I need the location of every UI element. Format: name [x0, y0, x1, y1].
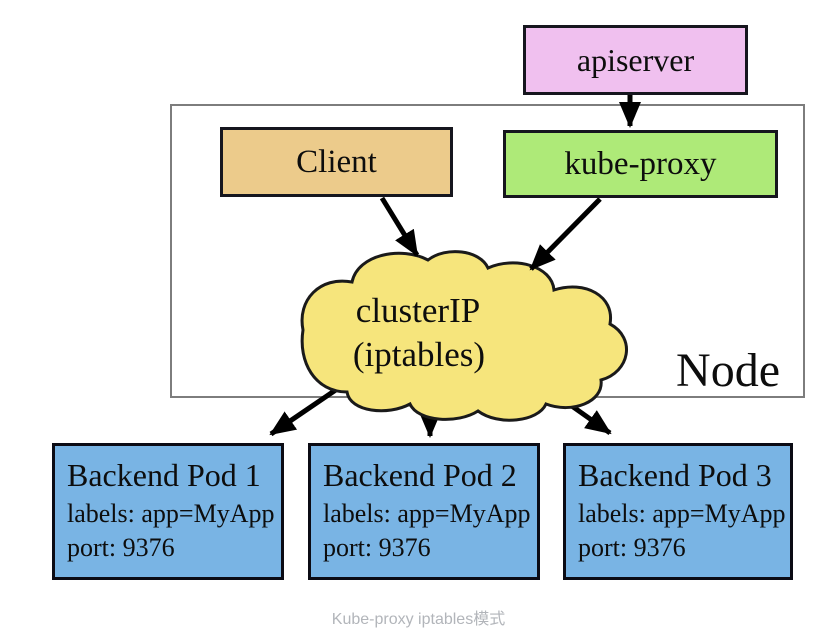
node-label: Node	[676, 344, 780, 397]
arrow-kube-proxy-to-clusterip	[529, 197, 602, 271]
backend-pod-2: Backend Pod 2 labels: app=MyApp port: 93…	[308, 443, 540, 580]
pod-3-title: Backend Pod 3	[578, 457, 772, 493]
backend-pod-3: Backend Pod 3 labels: app=MyApp port: 93…	[563, 443, 793, 580]
apiserver-box: apiserver	[523, 25, 748, 95]
pod-1-port: port: 9376	[67, 533, 175, 562]
pod-2-port: port: 9376	[323, 533, 431, 562]
cloud-subtitle-text: (iptables)	[353, 335, 485, 374]
kube-proxy-label: kube-proxy	[564, 145, 717, 182]
backend-pod-1: Backend Pod 1 labels: app=MyApp port: 93…	[52, 443, 284, 580]
arrow-client-to-clusterip	[379, 196, 420, 257]
pod-1-title: Backend Pod 1	[67, 457, 261, 493]
client-label: Client	[296, 143, 377, 180]
pod-2-labels: labels: app=MyApp	[323, 499, 531, 528]
cloud-title-text: clusterIP	[356, 291, 480, 330]
pod-2-title: Backend Pod 2	[323, 457, 517, 493]
pod-1-labels: labels: app=MyApp	[67, 499, 275, 528]
kube-proxy-box: kube-proxy	[503, 130, 778, 198]
pod-3-labels: labels: app=MyApp	[578, 499, 786, 528]
client-box: Client	[220, 127, 453, 197]
diagram-caption: Kube-proxy iptables模式	[331, 611, 506, 628]
apiserver-label: apiserver	[576, 42, 695, 78]
pod-3-port: port: 9376	[578, 533, 686, 562]
